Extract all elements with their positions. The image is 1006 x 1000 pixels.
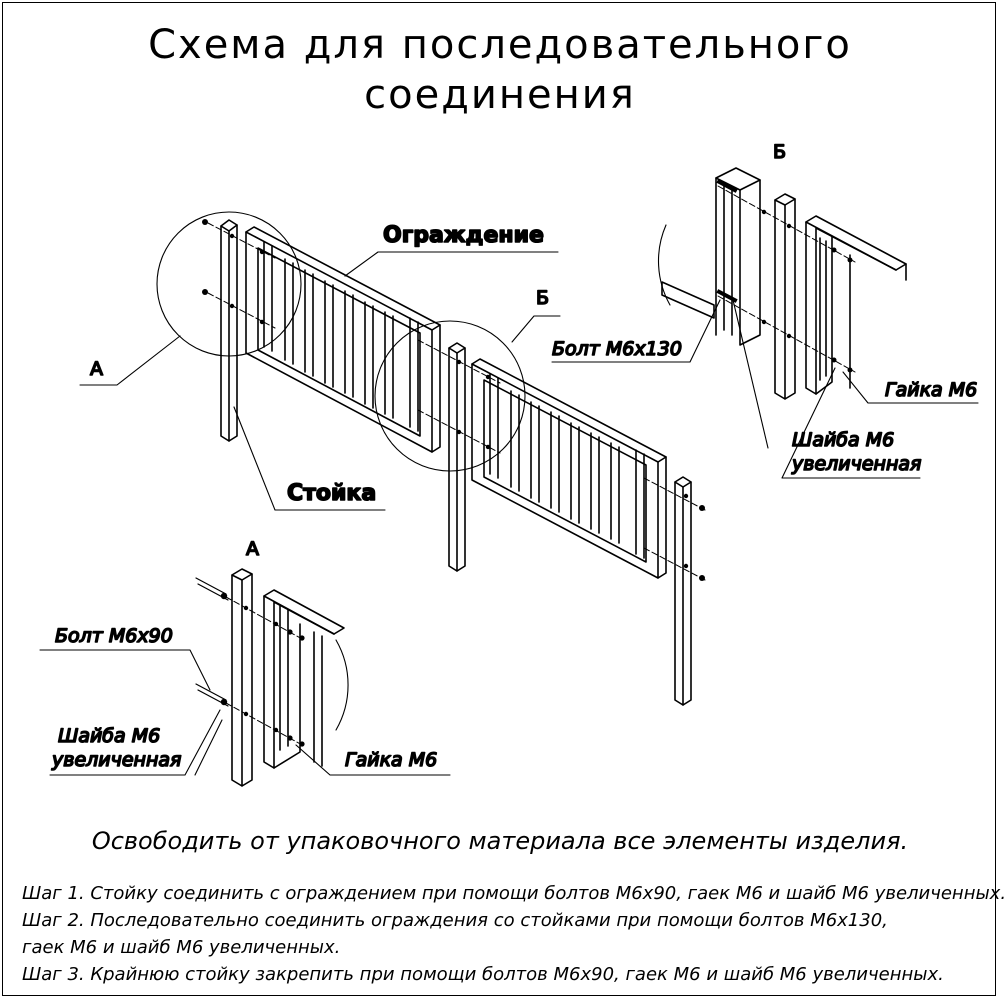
post-2 [448, 342, 466, 572]
bolt-heads [202, 219, 705, 581]
label-fence: Ограждение [383, 223, 544, 248]
label-post: Стойка [287, 481, 376, 506]
detail-b [551, 167, 979, 479]
label-bolt-m6x90: Болт М6х90 [55, 625, 173, 647]
detail-b-title: Б [773, 141, 786, 163]
post-1 [220, 219, 238, 442]
step-2: Шаг 2. Последовательно соединить огражде… [22, 910, 888, 931]
label-bolt-m6x130: Болт М6х130 [552, 338, 682, 360]
label-nut-m6-b: Гайка М6 [885, 379, 977, 401]
label-callout-a: А [90, 358, 103, 380]
label-washer-a-2: увеличенная [51, 749, 181, 771]
fence-panel-2 [471, 358, 667, 579]
label-washer-a-1: Шайба М6 [58, 725, 160, 747]
main-assembly [156, 211, 706, 706]
post-3 [674, 476, 692, 706]
assembly-steps: Шаг 1. Стойку соединить с ограждением пр… [22, 880, 1006, 988]
detail-a [39, 568, 451, 787]
step-3: Шаг 3. Крайнюю стойку закрепить при помо… [22, 964, 944, 985]
main-leaders [79, 251, 561, 511]
callout-circle-a [156, 211, 302, 357]
title-line-1: Схема для последовательного [148, 22, 852, 68]
title-line-2: соединения [364, 72, 636, 118]
callout-circle-b [374, 320, 526, 472]
label-callout-b: Б [536, 287, 549, 309]
instruction-note: Освободить от упаковочного материала все… [91, 827, 909, 855]
detail-a-title: А [246, 538, 259, 560]
label-washer-b-2: увеличенная [791, 453, 921, 475]
step-2-continued: гаек М6 и шайб М6 увеличенных. [22, 937, 341, 958]
label-washer-b-1: Шайба М6 [792, 429, 894, 451]
step-1: Шаг 1. Стойку соединить с ограждением пр… [22, 883, 1006, 904]
label-nut-m6-a: Гайка М6 [345, 749, 437, 771]
